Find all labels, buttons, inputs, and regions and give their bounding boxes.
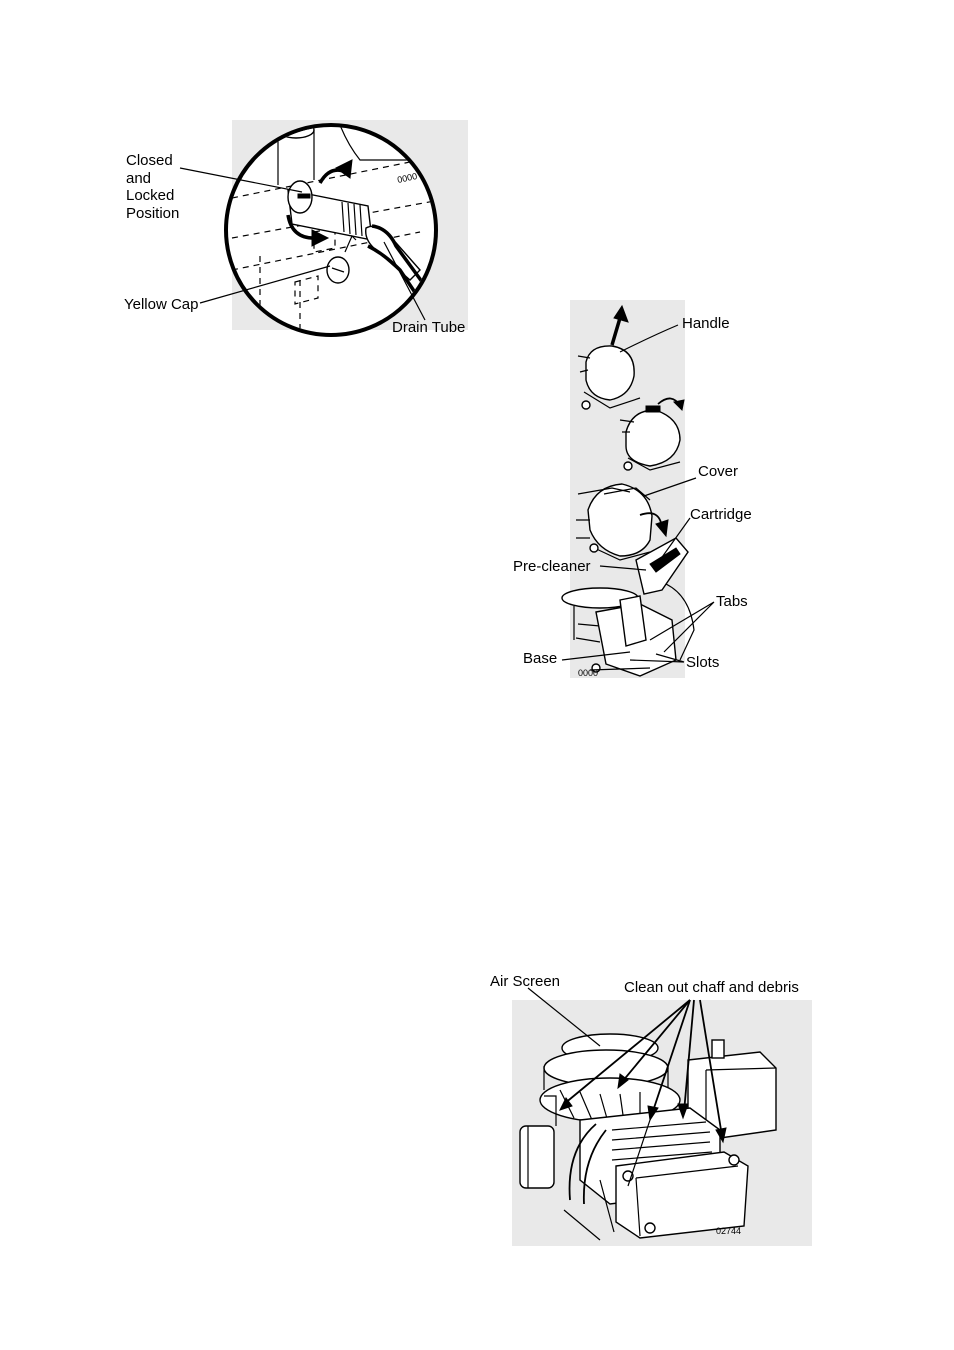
air-screen-label: Air Screen — [490, 973, 560, 991]
engine-illustration: 02744 — [0, 0, 954, 1260]
engine-air-screen-figure: 02744 Air Screen Clean out chaff and deb… — [0, 0, 954, 1260]
clean-out-label: Clean out chaff and debris — [624, 979, 799, 997]
svg-text:02744: 02744 — [716, 1226, 741, 1236]
